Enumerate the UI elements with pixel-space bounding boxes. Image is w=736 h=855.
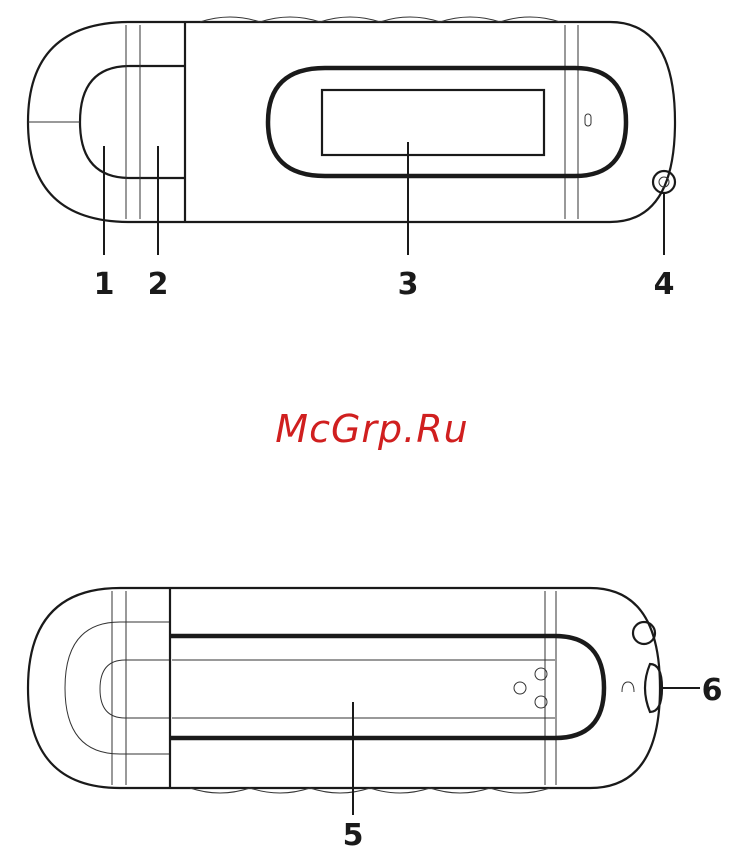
back-end-cap-inner bbox=[65, 622, 170, 754]
back-outer-shell bbox=[28, 588, 660, 788]
lcd-screen bbox=[322, 90, 544, 155]
headphone-icon bbox=[622, 682, 634, 692]
device-front-view: 1 2 3 4 bbox=[28, 17, 675, 302]
callout-label-1: 1 bbox=[94, 267, 115, 302]
led-indicator bbox=[585, 114, 591, 126]
front-end-cap-inner bbox=[80, 66, 185, 178]
watermark-text: McGrp.Ru bbox=[275, 407, 468, 451]
callout-label-6: 6 bbox=[702, 673, 723, 708]
callout-label-4: 4 bbox=[654, 267, 675, 302]
battery-cover[interactable] bbox=[170, 636, 604, 738]
callout-label-5: 5 bbox=[343, 818, 364, 853]
callout-label-2: 2 bbox=[148, 267, 169, 302]
back-end-cap-core bbox=[100, 660, 170, 718]
screw-hole-1 bbox=[514, 682, 526, 694]
callout-label-3: 3 bbox=[398, 267, 419, 302]
device-back-view: 5 6 bbox=[28, 588, 722, 853]
